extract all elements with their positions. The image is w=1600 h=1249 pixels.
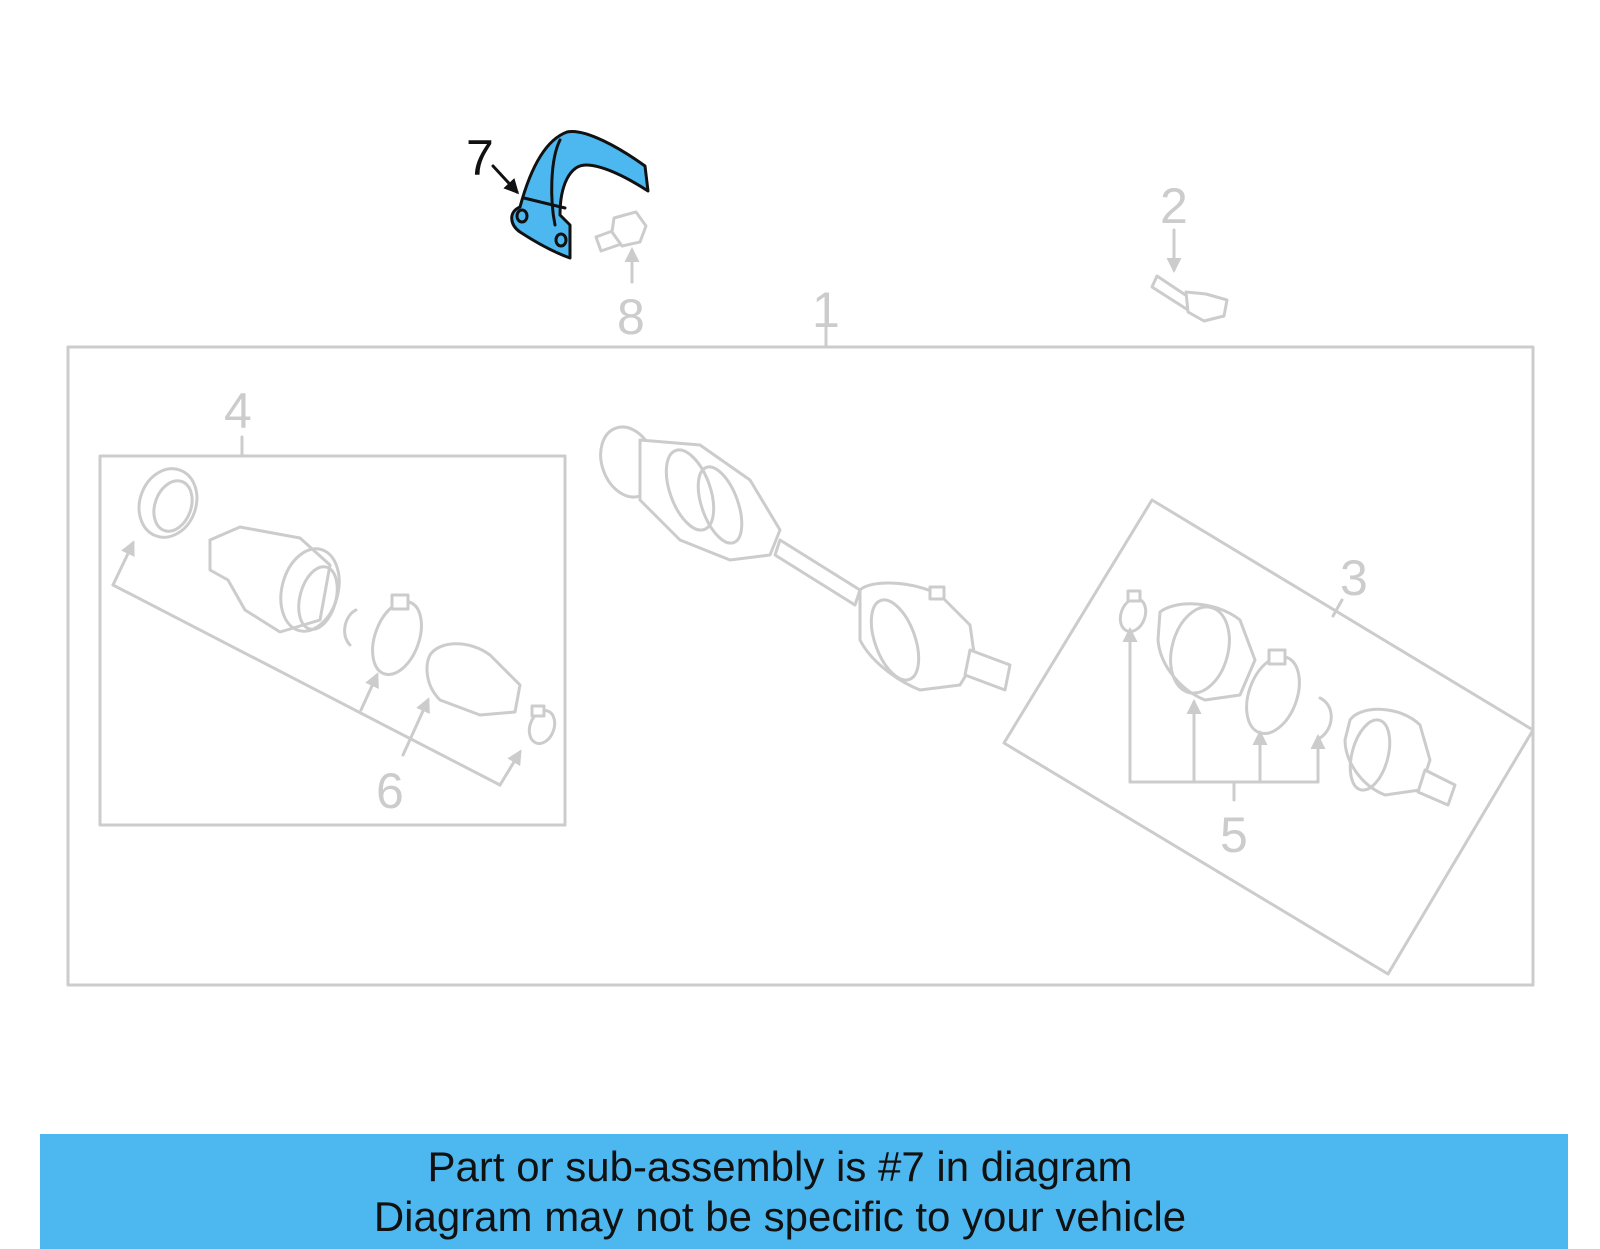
bolt-2-icon — [1150, 274, 1229, 323]
callout-3: 3 — [1340, 550, 1368, 606]
axle-shaft — [599, 425, 1012, 692]
callout-8: 8 — [617, 289, 645, 345]
info-banner: Part or sub-assembly is #7 in diagram Di… — [40, 1134, 1568, 1249]
callout-2: 2 — [1160, 178, 1188, 234]
inner-joint-kit-box — [1002, 498, 1535, 976]
banner-line-1: Part or sub-assembly is #7 in diagram — [427, 1143, 1133, 1190]
inner-joint-parts — [1118, 589, 1457, 807]
callout-6: 6 — [376, 763, 404, 819]
axle-assembly-box — [66, 345, 1535, 987]
callout-4: 4 — [224, 383, 252, 439]
callout-1: 1 — [812, 282, 840, 338]
bracket-7-highlighted — [510, 129, 650, 260]
outer-joint-kit-box — [98, 454, 567, 827]
banner-line-2: Diagram may not be specific to your vehi… — [373, 1193, 1187, 1240]
outer-joint-parts — [137, 467, 557, 745]
callout-5: 5 — [1220, 807, 1248, 863]
callout-7: 7 — [466, 130, 494, 186]
bolt-8-icon — [594, 210, 648, 253]
